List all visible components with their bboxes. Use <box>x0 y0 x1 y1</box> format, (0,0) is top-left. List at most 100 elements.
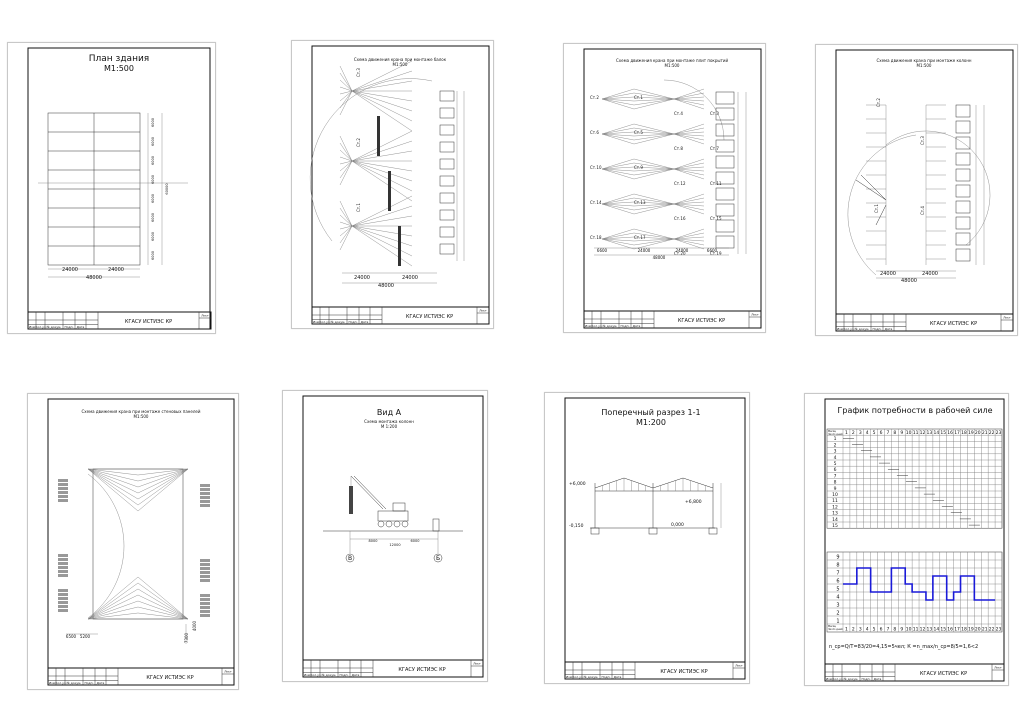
boom-ray <box>87 468 139 506</box>
boom-ray <box>673 203 705 211</box>
boom-ray <box>137 468 189 512</box>
row-number: 3 <box>834 449 837 455</box>
boom-ray <box>137 468 189 494</box>
day-label: 11 <box>913 430 919 436</box>
titleblock-stamp: КГАСУ ИСТИЭС КР <box>406 314 453 320</box>
panel-dim-2: 5200 <box>80 634 91 639</box>
panel-stack <box>58 609 68 612</box>
boom-ray <box>137 600 189 620</box>
titleblock-col-label: Подп. <box>339 673 348 677</box>
workforce-row-header: Месяц <box>828 625 836 628</box>
boom-ray <box>351 160 413 182</box>
boom-ray <box>633 201 675 205</box>
row-number: 4 <box>834 455 837 461</box>
boom-ray <box>351 160 413 192</box>
boom-ray <box>339 79 353 92</box>
boom-ray <box>339 200 353 227</box>
boom-ray <box>633 96 675 100</box>
sheet-view-a[interactable]: Вид А Схема монтажа колонн М 1:200 В Б 8… <box>282 390 488 682</box>
crane-wheel <box>393 520 401 528</box>
column-element <box>349 486 353 514</box>
panel-stack <box>58 597 68 600</box>
titleblock-frame <box>311 306 490 325</box>
titleblock-sheet-label: Лист <box>479 309 487 313</box>
titleblock-col-label: Кол.уч <box>591 324 602 328</box>
panel-stack <box>200 504 210 507</box>
titleblock-col-label: Изм <box>837 327 843 331</box>
titleblock-col-label: Подп. <box>84 681 93 685</box>
boom-ray <box>351 160 413 172</box>
titleblock-sheet-label: Лист <box>994 666 1002 670</box>
footing <box>590 527 600 535</box>
boom-ray <box>351 150 413 162</box>
panel-stack <box>200 602 210 605</box>
row-number: 12 <box>832 504 838 510</box>
titleblock-frame <box>824 663 1005 682</box>
panel-scale: М1:500 <box>134 414 149 419</box>
beam-stack <box>439 192 455 204</box>
boom-ray <box>673 232 705 240</box>
column-stack <box>955 216 971 230</box>
view-a-dim-2: 12000 <box>389 543 400 547</box>
day-label: 22 <box>989 430 995 436</box>
workforce-x-tick: 14 <box>933 627 939 633</box>
boom-ray <box>601 98 635 110</box>
titleblock-col-label: Дата <box>361 320 369 324</box>
boom-ray <box>673 201 705 205</box>
boom-ray <box>601 228 635 240</box>
titleblock-sheet-label: Лист <box>1003 316 1011 320</box>
titleblock-col-label: Дата <box>633 324 641 328</box>
slab-title: Схема движения крана при монтаже плит по… <box>616 58 728 63</box>
boom-ray <box>633 232 675 240</box>
panel-stack <box>58 593 68 596</box>
boom-ray <box>673 158 705 170</box>
panel-stack <box>200 598 210 601</box>
boom-ray <box>633 197 675 205</box>
titleblock-col-label: Дата <box>874 677 882 681</box>
boom-ray <box>339 90 353 102</box>
workforce-x-tick: 6 <box>880 627 883 633</box>
boom-ray <box>673 127 705 135</box>
sheet-slab-erection[interactable]: Схема движения крана при монтаже плит по… <box>563 43 766 333</box>
day-label: 8 <box>893 430 896 436</box>
boom-ray <box>633 123 675 135</box>
station-label: Ст.7 <box>710 146 719 151</box>
sheet-beam-erection[interactable]: Схема движения крана при монтаже балок М… <box>291 40 494 329</box>
titleblock-frame <box>302 659 484 678</box>
station-label: Ст.2 <box>590 95 599 100</box>
slab-stack <box>715 203 735 217</box>
slab-stack <box>715 187 735 201</box>
boom-ray <box>633 98 675 102</box>
workforce-x-tick: 16 <box>947 627 953 633</box>
workforce-x-tick: 9 <box>900 627 903 633</box>
column-stack <box>955 104 971 118</box>
boom-ray <box>673 92 705 100</box>
titleblock-col-label: Кол.уч <box>310 673 321 677</box>
slab-stack <box>715 91 735 105</box>
station-label: Ст.1 <box>874 204 879 213</box>
sheet-column-erection[interactable]: Схема движения крана при монтаже колонн … <box>815 44 1018 336</box>
sheet-panel-erection[interactable]: Схема движения крана при монтаже стеновы… <box>27 393 239 690</box>
workforce-y-tick: 2 <box>836 611 839 617</box>
row-number: 15 <box>832 523 838 529</box>
titleblock-col-label: Подп. <box>64 325 73 329</box>
day-label: 16 <box>947 430 953 436</box>
day-label: 5 <box>873 430 876 436</box>
footing <box>648 527 658 535</box>
boom-ray <box>633 162 675 170</box>
station-label: Ст.16 <box>674 216 686 221</box>
day-label: 2 <box>852 430 855 436</box>
boom-ray <box>87 600 139 620</box>
beam-stack <box>439 158 455 170</box>
boom-ray <box>673 162 705 170</box>
beam-dim-h1: 24000 <box>354 275 370 281</box>
sheet-section[interactable]: Поперечный разрез 1-1 М1:200 +6,000 +6,8… <box>544 392 750 684</box>
boom-ray <box>633 133 675 145</box>
boom-ray <box>339 135 353 162</box>
plan-dim-v: 6000 <box>151 137 155 146</box>
boom-ray <box>137 606 189 620</box>
titleblock-frame <box>835 313 1014 332</box>
